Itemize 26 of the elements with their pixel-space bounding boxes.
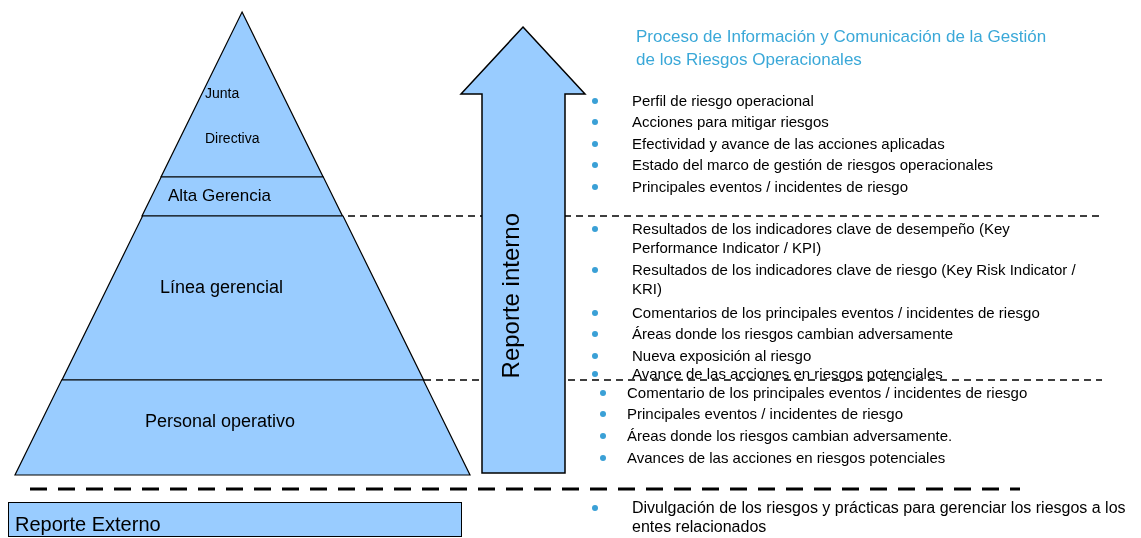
pyramid-tier bbox=[15, 380, 470, 475]
bullet-item: Áreas donde los riesgos cambian adversamente bbox=[586, 324, 1056, 343]
tier-label: Alta Gerencia bbox=[168, 185, 271, 206]
bullet-item: Avance de las acciones en riesgos potenciales bbox=[586, 364, 1056, 383]
bullet-item: Avances de las acciones en riesgos potenciales bbox=[594, 448, 1064, 467]
arrow-label: Reporte interno bbox=[497, 213, 525, 379]
bullet-item: Efectividad y avance de las acciones aplicadas bbox=[586, 134, 1056, 153]
bullet-item: Principales eventos / incidentes de riesgo bbox=[594, 404, 1064, 423]
bullet-item: Resultados de los indicadores clave de riesgo (Key Risk Indicator / KRI) bbox=[586, 260, 1086, 298]
tier-label: Personal operativo bbox=[145, 411, 296, 433]
bullet-item: Resultados de los indicadores clave de desempeño (Key Performance Indicator / KPI) bbox=[586, 219, 1056, 257]
bullet-item: Principales eventos / incidentes de riesgo bbox=[586, 177, 1056, 196]
bullet-item: Nueva exposición al riesgo bbox=[586, 346, 1056, 365]
tier-label: Línea gerencial bbox=[160, 277, 284, 299]
bullet-item: Divulgación de los riesgos y prácticas para gerenciar los riesgos a los entes relacionados bbox=[586, 498, 1141, 536]
bullet-item: Acciones para mitigar riesgos bbox=[586, 112, 1056, 131]
box-heading: Reporte Externo bbox=[15, 513, 161, 536]
bullet-item: Estado del marco de gestión de riesgos operacionales bbox=[586, 155, 1056, 174]
tier-label: Junta Directiva bbox=[205, 84, 261, 148]
report-box bbox=[8, 502, 462, 537]
bullet-item: Áreas donde los riesgos cambian adversamente. bbox=[594, 426, 1064, 445]
bullet-item: Comentario de los principales eventos / incidentes de riesgo bbox=[594, 383, 1094, 402]
bullet-item: Comentarios de los principales eventos / incidentes de riesgo bbox=[586, 303, 1106, 322]
upward-arrow bbox=[461, 27, 585, 474]
title-text: Proceso de Información y Comunicación de la Gestión de los Riesgos Operacionales bbox=[636, 26, 1048, 71]
bullet-item: Perfil de riesgo operacional bbox=[586, 91, 1056, 110]
